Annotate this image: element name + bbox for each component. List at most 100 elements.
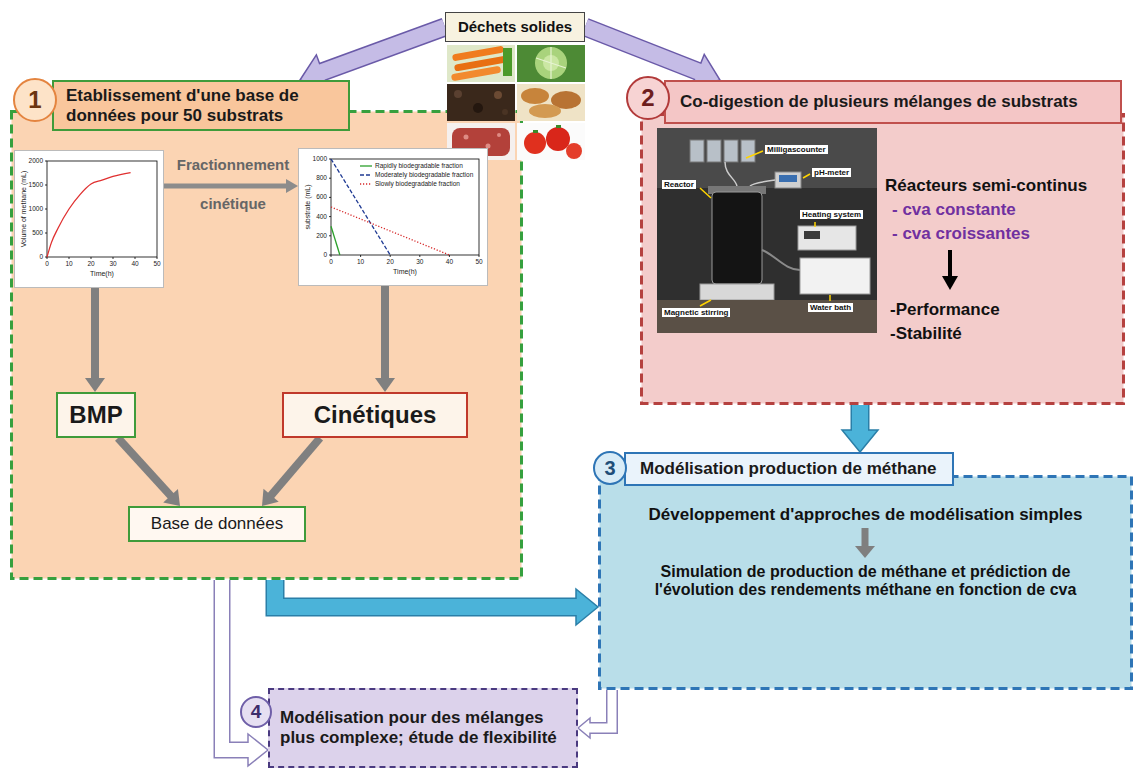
- node-text: Etablissement d'une base de données pour…: [66, 86, 340, 125]
- legend-item: Rapidly biodegradable fraction: [359, 162, 463, 169]
- legend-sample: [359, 181, 373, 187]
- tick-mark: [69, 257, 70, 259]
- connector-shaft: [852, 405, 868, 432]
- region-fill: [600, 477, 1132, 689]
- leader-line: [829, 295, 831, 301]
- legend-text: Slowly biodegradable fraction: [375, 180, 460, 187]
- cabbage: [535, 47, 567, 79]
- tomato: [546, 127, 570, 151]
- node-text: 3: [595, 457, 625, 480]
- data-series: [47, 173, 131, 257]
- connector-shaft: [91, 288, 99, 380]
- tick-mark: [113, 257, 114, 259]
- leader-line: [700, 188, 711, 198]
- region-text: -Performance: [890, 300, 1115, 320]
- node-text: Déchets solides: [451, 18, 579, 35]
- region-text: Réacteurs semi-continus: [885, 176, 1120, 196]
- carrot-top: [503, 48, 512, 76]
- line-chart: 200015001000500001020304050Time(h)Volume…: [14, 150, 164, 288]
- heating-box: [798, 226, 856, 250]
- legend-item: Slowly biodegradable fraction: [359, 180, 460, 187]
- plot-frame: [331, 159, 479, 255]
- gas-counter: [707, 140, 721, 162]
- tick-label: 20: [378, 258, 402, 265]
- tick-mark: [45, 233, 47, 234]
- connector: [578, 690, 612, 738]
- connector-shaft: [588, 690, 612, 728]
- connector-shaft: [118, 438, 172, 497]
- arrowhead: [842, 430, 878, 452]
- tick-mark: [390, 255, 391, 257]
- node-text: Modélisation pour des mélanges plus comp…: [280, 708, 566, 747]
- legend-text: Moderately biodegradable fraction: [375, 171, 473, 178]
- step-number: 2: [626, 76, 670, 120]
- axis-title: substrate (mL): [304, 184, 312, 229]
- cabbage-vein: [536, 47, 566, 79]
- gas-counter: [690, 140, 704, 162]
- tomato: [524, 132, 546, 154]
- tick-label: 500: [15, 229, 43, 236]
- connector: [375, 286, 395, 392]
- flow-arrow-shaft: [948, 250, 952, 278]
- tick-label: 30: [408, 258, 432, 265]
- legend-sample: [359, 172, 373, 178]
- tick-mark: [419, 255, 420, 257]
- food-tile: [447, 45, 515, 82]
- leader-line: [814, 222, 816, 227]
- tick-label: 10: [349, 258, 373, 265]
- tick-mark: [360, 255, 361, 257]
- leader-line: [803, 174, 810, 178]
- region-text: Développement d'approches de modélisatio…: [618, 505, 1113, 525]
- bread: [529, 104, 561, 118]
- step-header: Etablissement d'une base de données pour…: [52, 80, 350, 131]
- region-text: Simulation de production de méthane et p…: [628, 563, 1103, 600]
- gas-counter: [724, 140, 738, 162]
- tick-mark: [479, 255, 480, 257]
- tick-label: 800: [299, 174, 327, 181]
- legend-text: Rapidly biodegradable fraction: [375, 162, 463, 169]
- tick-mark: [329, 178, 331, 179]
- arrowhead: [248, 734, 268, 766]
- axis-title: Time(h): [331, 268, 479, 276]
- connector: [164, 179, 298, 193]
- connector: [85, 288, 105, 392]
- photo-label: Reactor: [662, 180, 696, 189]
- step-number: 1: [13, 78, 57, 122]
- tick-mark: [45, 161, 47, 162]
- region-text: -Stabilité: [890, 324, 1115, 344]
- connector-shaft: [381, 286, 389, 380]
- region-text: - cva croissantes: [892, 224, 1117, 244]
- reactor-photo: [657, 128, 877, 333]
- stirring-plate: [700, 284, 774, 300]
- step-number: 3: [593, 451, 627, 485]
- arrowhead: [576, 589, 598, 625]
- tick-mark: [135, 257, 136, 259]
- food-tile: [517, 45, 585, 82]
- photo-label: Water bath: [808, 303, 853, 312]
- line-chart: 1000800600400200001020304050Time(h)subst…: [298, 148, 488, 286]
- tick-label: 1000: [15, 205, 43, 212]
- connector: [118, 438, 180, 506]
- node-text: 4: [242, 701, 270, 723]
- node-text: Base de données: [136, 514, 298, 534]
- tick-label: 2000: [15, 157, 43, 164]
- tick-label: 0: [299, 251, 327, 258]
- step-header: Co-digestion de plusieurs mélanges de su…: [664, 80, 1122, 124]
- tick-label: 50: [145, 260, 169, 267]
- food-illustration: [447, 45, 585, 160]
- legend-sample: [359, 163, 373, 169]
- node-text: Modélisation production de méthane: [640, 459, 944, 479]
- meat-speck: [464, 135, 469, 140]
- food-tile: [517, 123, 585, 160]
- flow-arrow-head: [855, 546, 875, 558]
- database-box: Base de données: [128, 506, 306, 542]
- tomato: [566, 143, 582, 159]
- step-header: Modélisation production de méthane: [624, 452, 954, 486]
- ph-meter-screen: [779, 175, 797, 182]
- photo-ground: [657, 128, 877, 333]
- tick-label: 10: [57, 260, 81, 267]
- tick-label: 20: [79, 260, 103, 267]
- node-text: Co-digestion de plusieurs mélanges de su…: [680, 92, 1112, 112]
- connector: [222, 580, 268, 766]
